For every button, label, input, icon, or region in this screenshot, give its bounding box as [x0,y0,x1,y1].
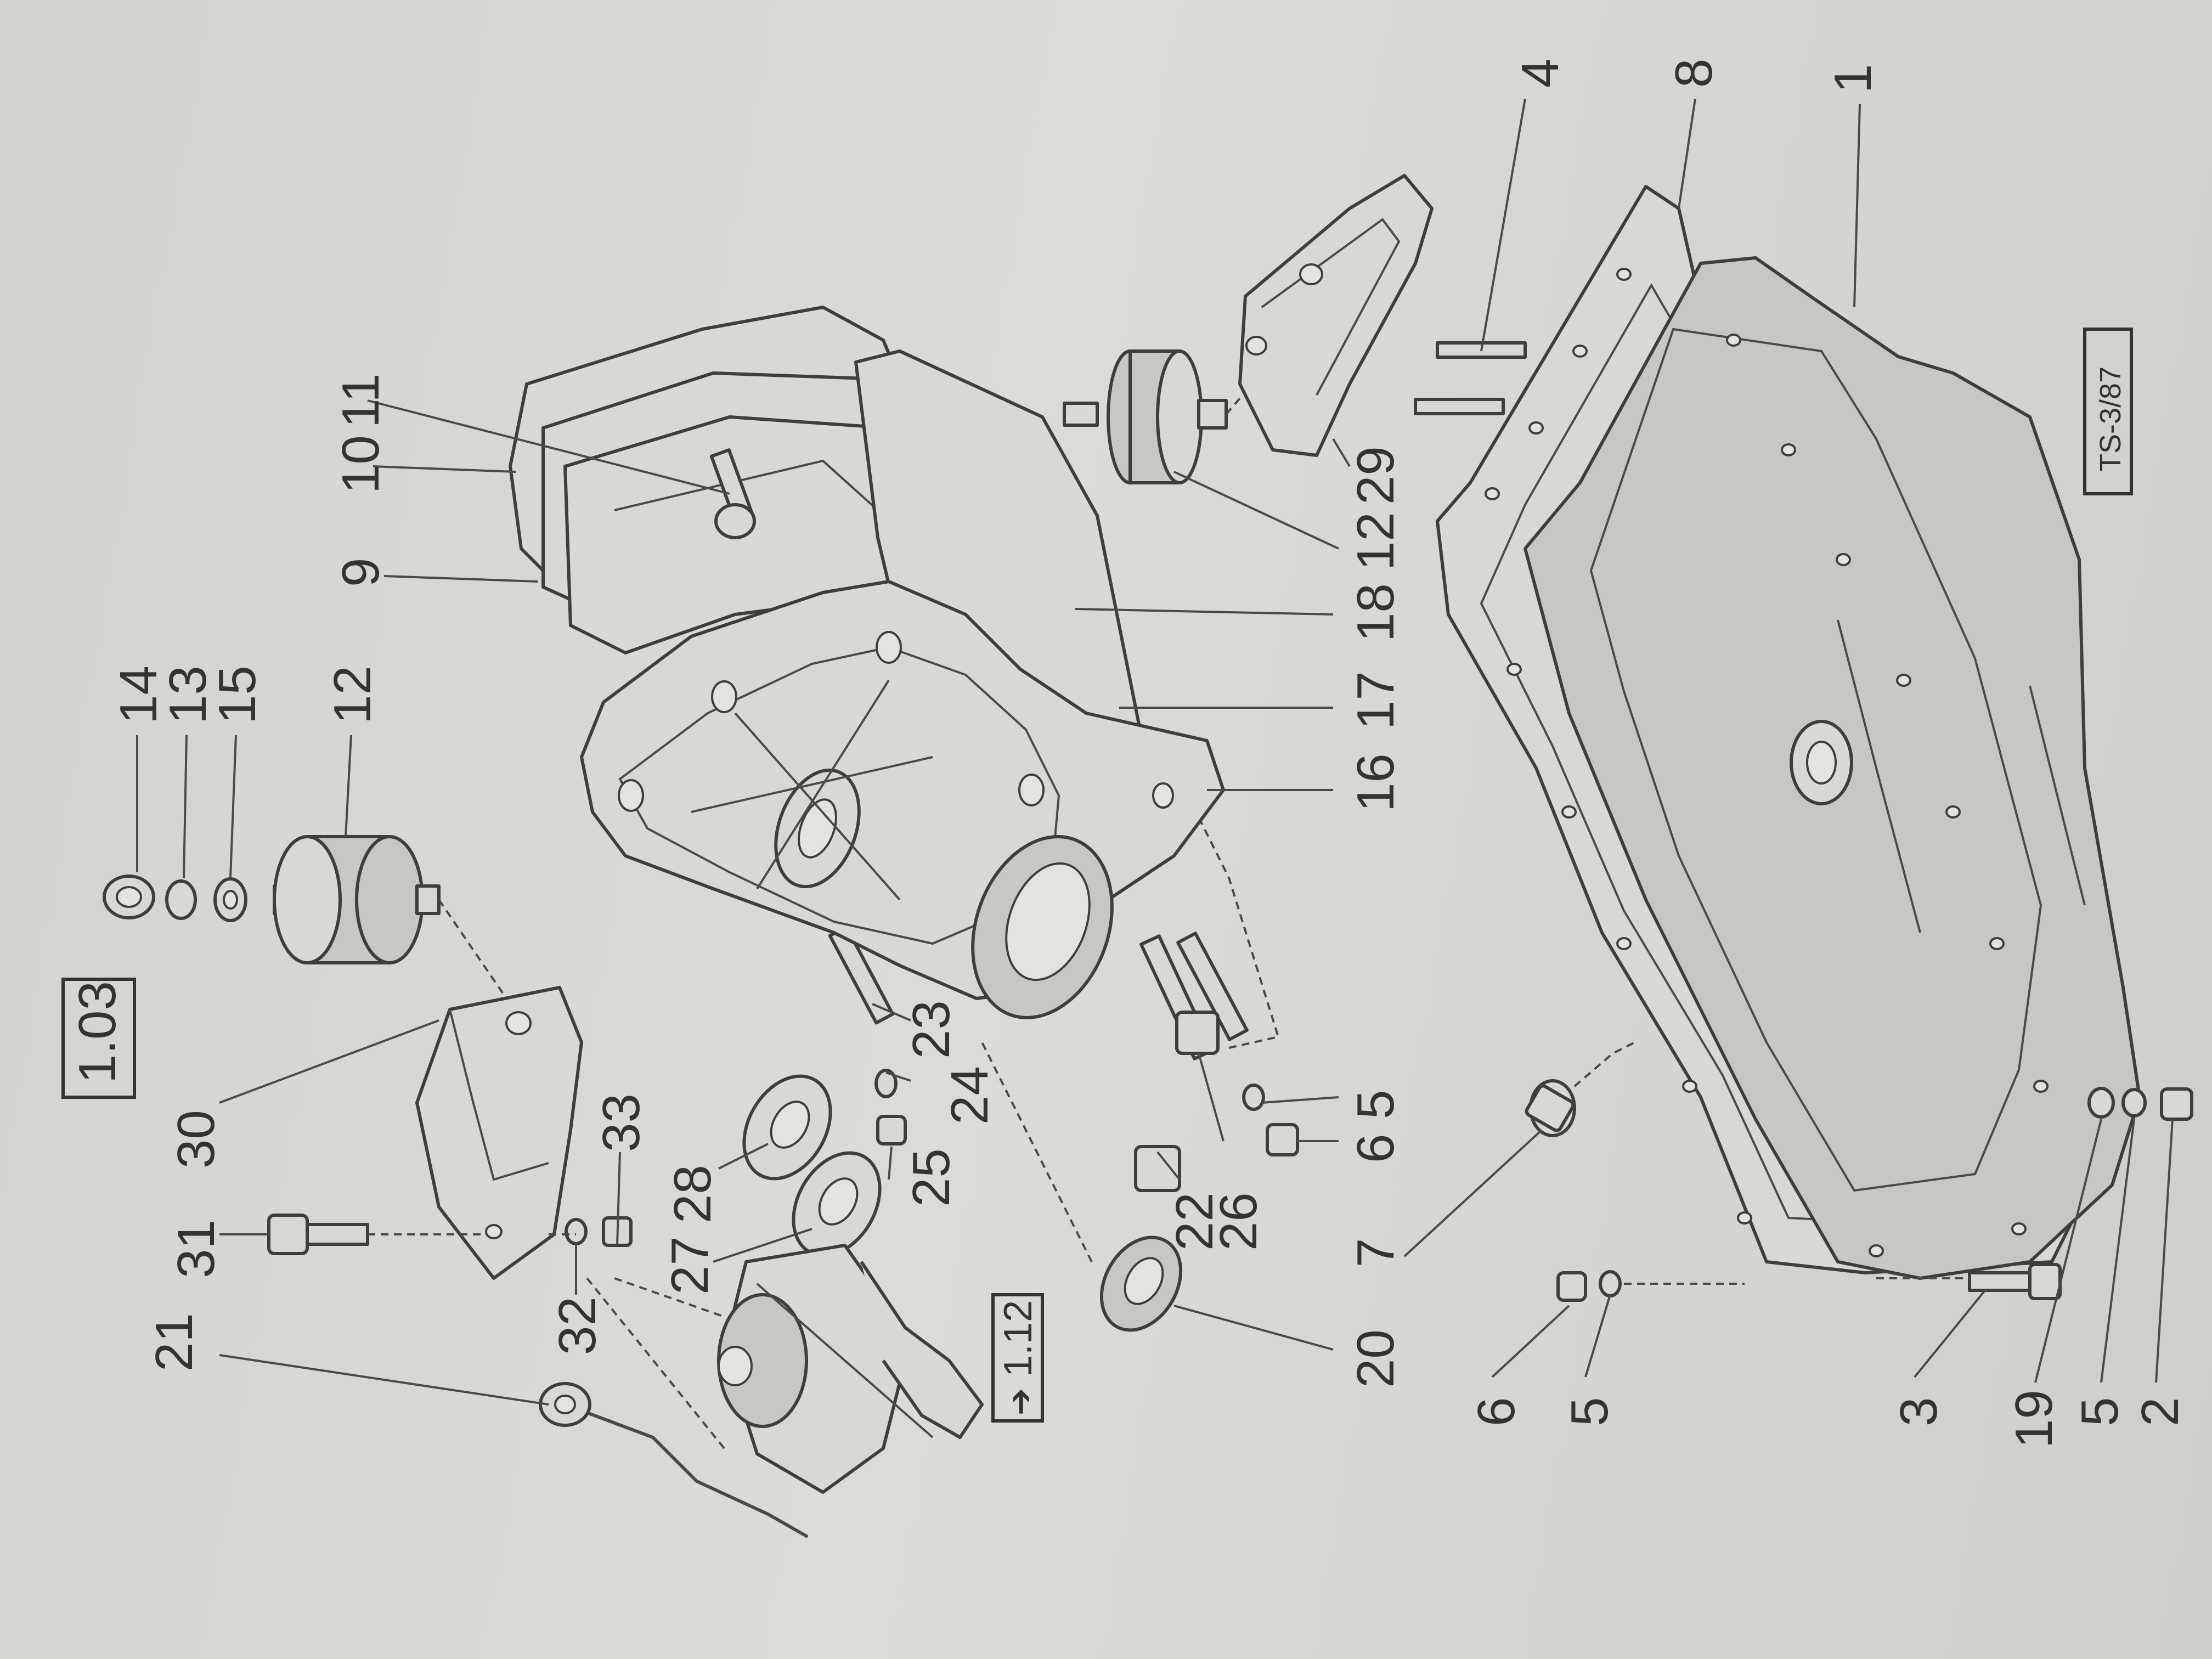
section-ref-box: 1.03 [61,978,136,1099]
oil-seal-20-group [981,1042,1183,1332]
drawing-code-box: TS-3/87 [2083,328,2133,495]
callout-30: 30 [167,1110,225,1169]
fuel-pipe-21 [563,1403,808,1538]
bolt-26 [1176,932,1249,1041]
washer-13 [165,879,197,920]
callout-16: 16 [1346,753,1405,812]
callout-26: 26 [1209,1192,1268,1251]
engine-mount-top-group [103,835,511,1005]
nut-6-upper [1266,1123,1299,1156]
fuel-pump-group [539,1074,984,1538]
callout-5-upper: 5 [1346,1090,1405,1119]
engine-mount-right-group [1063,174,1434,484]
bracket-29 [1238,174,1434,457]
nut-25 [876,1115,907,1146]
washer-19 [2087,1087,2115,1119]
callout-18: 18 [1346,583,1405,642]
callout-31: 31 [167,1220,225,1278]
nut-6-lower [1556,1271,1587,1302]
callout-labels: 14 13 15 12 30 31 32 33 28 27 21 11 10 9… [109,59,2190,1448]
callout-15: 15 [208,665,267,724]
callout-5-lower: 5 [1560,1397,1619,1426]
callout-2: 2 [2131,1397,2190,1426]
nut-washer-5-6-upper [1184,789,1299,1156]
callout-7: 7 [1346,1238,1405,1267]
callout-20: 20 [1346,1329,1405,1388]
bell-housing-16-group [580,580,1225,1019]
washer-24 [874,1069,898,1098]
bracket-30-group [267,986,633,1280]
bolts-22-26 [1134,932,1249,1192]
leader-lines [136,98,2174,1406]
callout-13: 13 [159,665,217,724]
callout-28: 28 [663,1165,722,1223]
callout-33: 33 [592,1093,651,1152]
crossref-box: 1.12 ➔ [991,1293,1044,1423]
callout-6-lower: 6 [1467,1397,1526,1426]
section-ref-label: 1.03 [68,981,127,1084]
callout-14: 14 [109,665,168,724]
housing-gaskets [509,306,1143,770]
callout-1: 1 [1824,64,1882,93]
callout-6-upper: 6 [1346,1134,1405,1163]
callout-25: 25 [902,1148,961,1207]
callout-29: 29 [1346,446,1405,505]
crossref-label: 1.12 [996,1300,1040,1377]
gasket-bolt-holes [1485,268,2049,1257]
studs-4 [1414,341,1527,415]
callout-10: 10 [331,435,390,494]
callout-19: 19 [2005,1390,2063,1448]
callout-32: 32 [548,1296,607,1355]
callout-4: 4 [1511,59,1570,88]
callout-24: 24 [940,1066,999,1125]
washer-5-upper [1242,1084,1265,1111]
lower-fasteners [1556,1087,2193,1302]
oil-pan-group [1436,185,2141,1280]
callout-3: 3 [1889,1397,1948,1426]
washer-5-drain [2121,1088,2147,1118]
drawing-code-label: TS-3/87 [2094,366,2127,472]
arrow-right-icon: ➔ [1002,1388,1039,1415]
callout-17: 17 [1346,671,1405,730]
bolt-31 [267,1214,309,1255]
callout-27: 27 [661,1236,719,1295]
callout-5-drain: 5 [2070,1397,2129,1426]
callout-12-right: 12 [1346,512,1405,571]
stud-4b [1414,398,1505,415]
callout-8: 8 [1664,59,1723,88]
callout-9: 9 [331,558,390,587]
stud-23-group [828,925,907,1146]
callout-21: 21 [145,1313,204,1372]
washer-5-lower [1599,1270,1622,1297]
washer-32 [565,1218,588,1245]
plug-2 [2160,1087,2193,1121]
callout-23: 23 [902,1000,961,1059]
bolt-3 [1968,1271,2032,1292]
callout-12-top: 12 [323,665,382,724]
callout-11: 11 [331,373,390,428]
callout-22: 22 [1165,1192,1224,1251]
